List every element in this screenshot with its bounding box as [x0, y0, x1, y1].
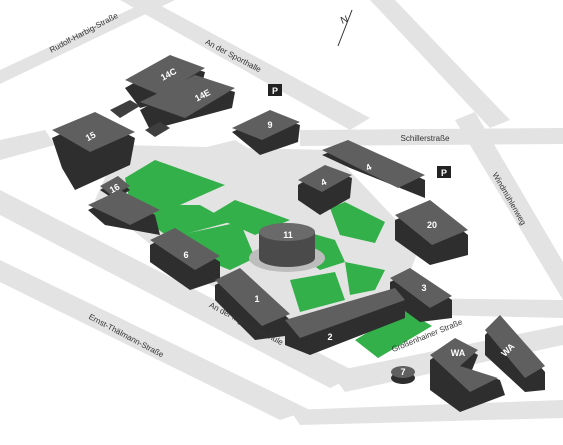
compass-label: N — [339, 14, 350, 27]
road-schiller — [300, 128, 563, 146]
label-1: 1 — [254, 294, 259, 304]
parking-sign-2 — [437, 166, 451, 178]
label-9: 9 — [267, 120, 272, 130]
building-wa1 — [430, 338, 498, 392]
building-annex-14b — [145, 122, 170, 137]
building-14c — [125, 55, 205, 95]
building-2 — [285, 288, 405, 338]
road-windmuehlenweg — [455, 112, 563, 300]
road-thaelmann — [0, 260, 310, 420]
label-15: 15 — [84, 130, 98, 144]
road-west-upper — [0, 130, 55, 160]
building-1 — [215, 268, 290, 326]
label-11: 11 — [283, 230, 293, 240]
label-4a: 4 — [319, 177, 328, 188]
building-annex-14 — [110, 100, 140, 118]
green-south-left — [290, 272, 345, 312]
building-4a — [298, 165, 352, 192]
green-south-right — [355, 310, 432, 358]
building-6 — [150, 228, 220, 270]
green-east-field — [330, 202, 385, 243]
green-north — [125, 160, 225, 212]
building-20 — [395, 200, 468, 245]
roads — [0, 0, 563, 425]
label-2: 2 — [327, 332, 332, 342]
parking-signs: P P — [268, 84, 451, 178]
green-center-west — [165, 222, 255, 270]
label-3: 3 — [421, 283, 426, 293]
label-16: 16 — [108, 182, 122, 196]
label-4b: 4 — [364, 162, 373, 173]
road-upper-east — [370, 0, 510, 128]
building-16-wing — [88, 190, 160, 225]
building-14e — [140, 75, 235, 118]
street-schiller: Schillerstraße — [401, 134, 450, 143]
building-11-bottom — [259, 249, 315, 267]
parking-lot-upper — [195, 140, 275, 178]
building-4b — [322, 140, 425, 188]
building-7 — [391, 366, 415, 378]
building-16 — [100, 176, 130, 196]
label-7: 7 — [400, 367, 405, 377]
green-northwest — [145, 205, 230, 238]
building-3 — [390, 268, 452, 308]
green-areas — [125, 160, 432, 358]
buildings — [52, 55, 545, 412]
road-sporthalle — [120, 0, 370, 130]
building-9 — [232, 110, 300, 140]
building-wa2 — [485, 315, 545, 378]
building-11 — [259, 223, 315, 241]
street-rudolf-harbig: Rudolf-Harbig-Straße — [48, 11, 120, 55]
label-6: 6 — [183, 250, 188, 260]
label-wa1: WA — [451, 348, 466, 358]
north-arrow-icon: N — [337, 9, 353, 47]
label-20: 20 — [427, 220, 437, 230]
parking-sign-1 — [268, 84, 282, 96]
parking-label-2: P — [441, 168, 447, 178]
road-ingenieurschule — [0, 190, 360, 388]
road-rudolf-harbig — [0, 0, 175, 84]
building-15 — [52, 112, 135, 152]
road-bottom — [290, 400, 563, 425]
parking-label-1: P — [272, 86, 278, 96]
green-south-mid — [345, 262, 385, 295]
